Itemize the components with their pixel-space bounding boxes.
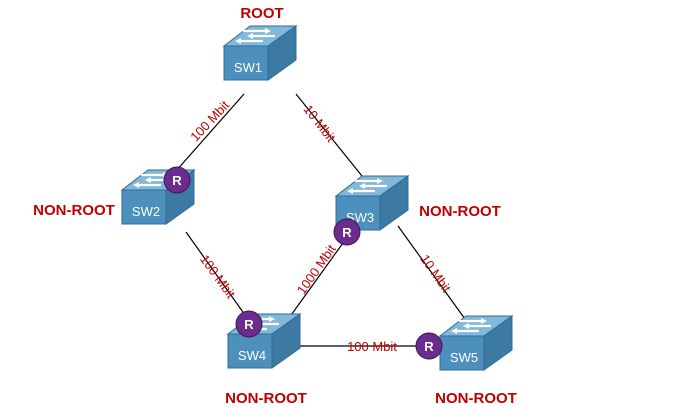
switch-name: SW5 (450, 350, 478, 365)
link-labels: 100 Mbit 10 Mbit 100 Mbit 1000 Mbit 10 M… (187, 97, 454, 354)
link-speed-sw4-sw5: 100 Mbit (347, 339, 397, 354)
link-speed-sw1-sw2: 100 Mbit (187, 97, 232, 144)
link-speed-sw3-sw5: 10 Mbit (417, 252, 454, 296)
link-sw2-sw4 (185, 231, 251, 323)
switch-name: SW2 (132, 204, 160, 219)
link-speed-sw1-sw3: 10 Mbit (301, 102, 339, 145)
switch-name: SW4 (238, 348, 266, 363)
root-port-sw2: R (163, 166, 191, 194)
link-sw1-sw3 (295, 93, 371, 187)
root-port-sw3: R (333, 218, 361, 246)
root-port-label: R (244, 317, 254, 332)
link-speed-sw2-sw4: 100 Mbit (197, 252, 239, 301)
switch-name: SW1 (234, 60, 262, 75)
link-speed-sw3-sw4: 1000 Mbit (294, 241, 339, 297)
links-layer (167, 93, 471, 347)
root-port-label: R (172, 173, 182, 188)
root-port-label: R (424, 339, 434, 354)
role-label-sw1: ROOT (240, 5, 283, 22)
link-sw1-sw2 (167, 93, 245, 181)
switch-sw1: SW1 (222, 24, 298, 82)
switch-sw4: SW4 (226, 312, 302, 370)
link-sw3-sw5 (397, 225, 471, 327)
role-label-sw3: NON-ROOT (419, 203, 501, 220)
switch-sw5: SW5 (438, 314, 514, 372)
role-label-sw2: NON-ROOT (33, 202, 115, 219)
switch-sw2: SW2 (120, 168, 196, 226)
root-port-sw4: R (235, 310, 263, 338)
root-port-sw5: R (415, 332, 443, 360)
role-label-sw4: NON-ROOT (225, 390, 307, 407)
root-port-label: R (342, 225, 352, 240)
role-label-sw5: NON-ROOT (435, 390, 517, 407)
